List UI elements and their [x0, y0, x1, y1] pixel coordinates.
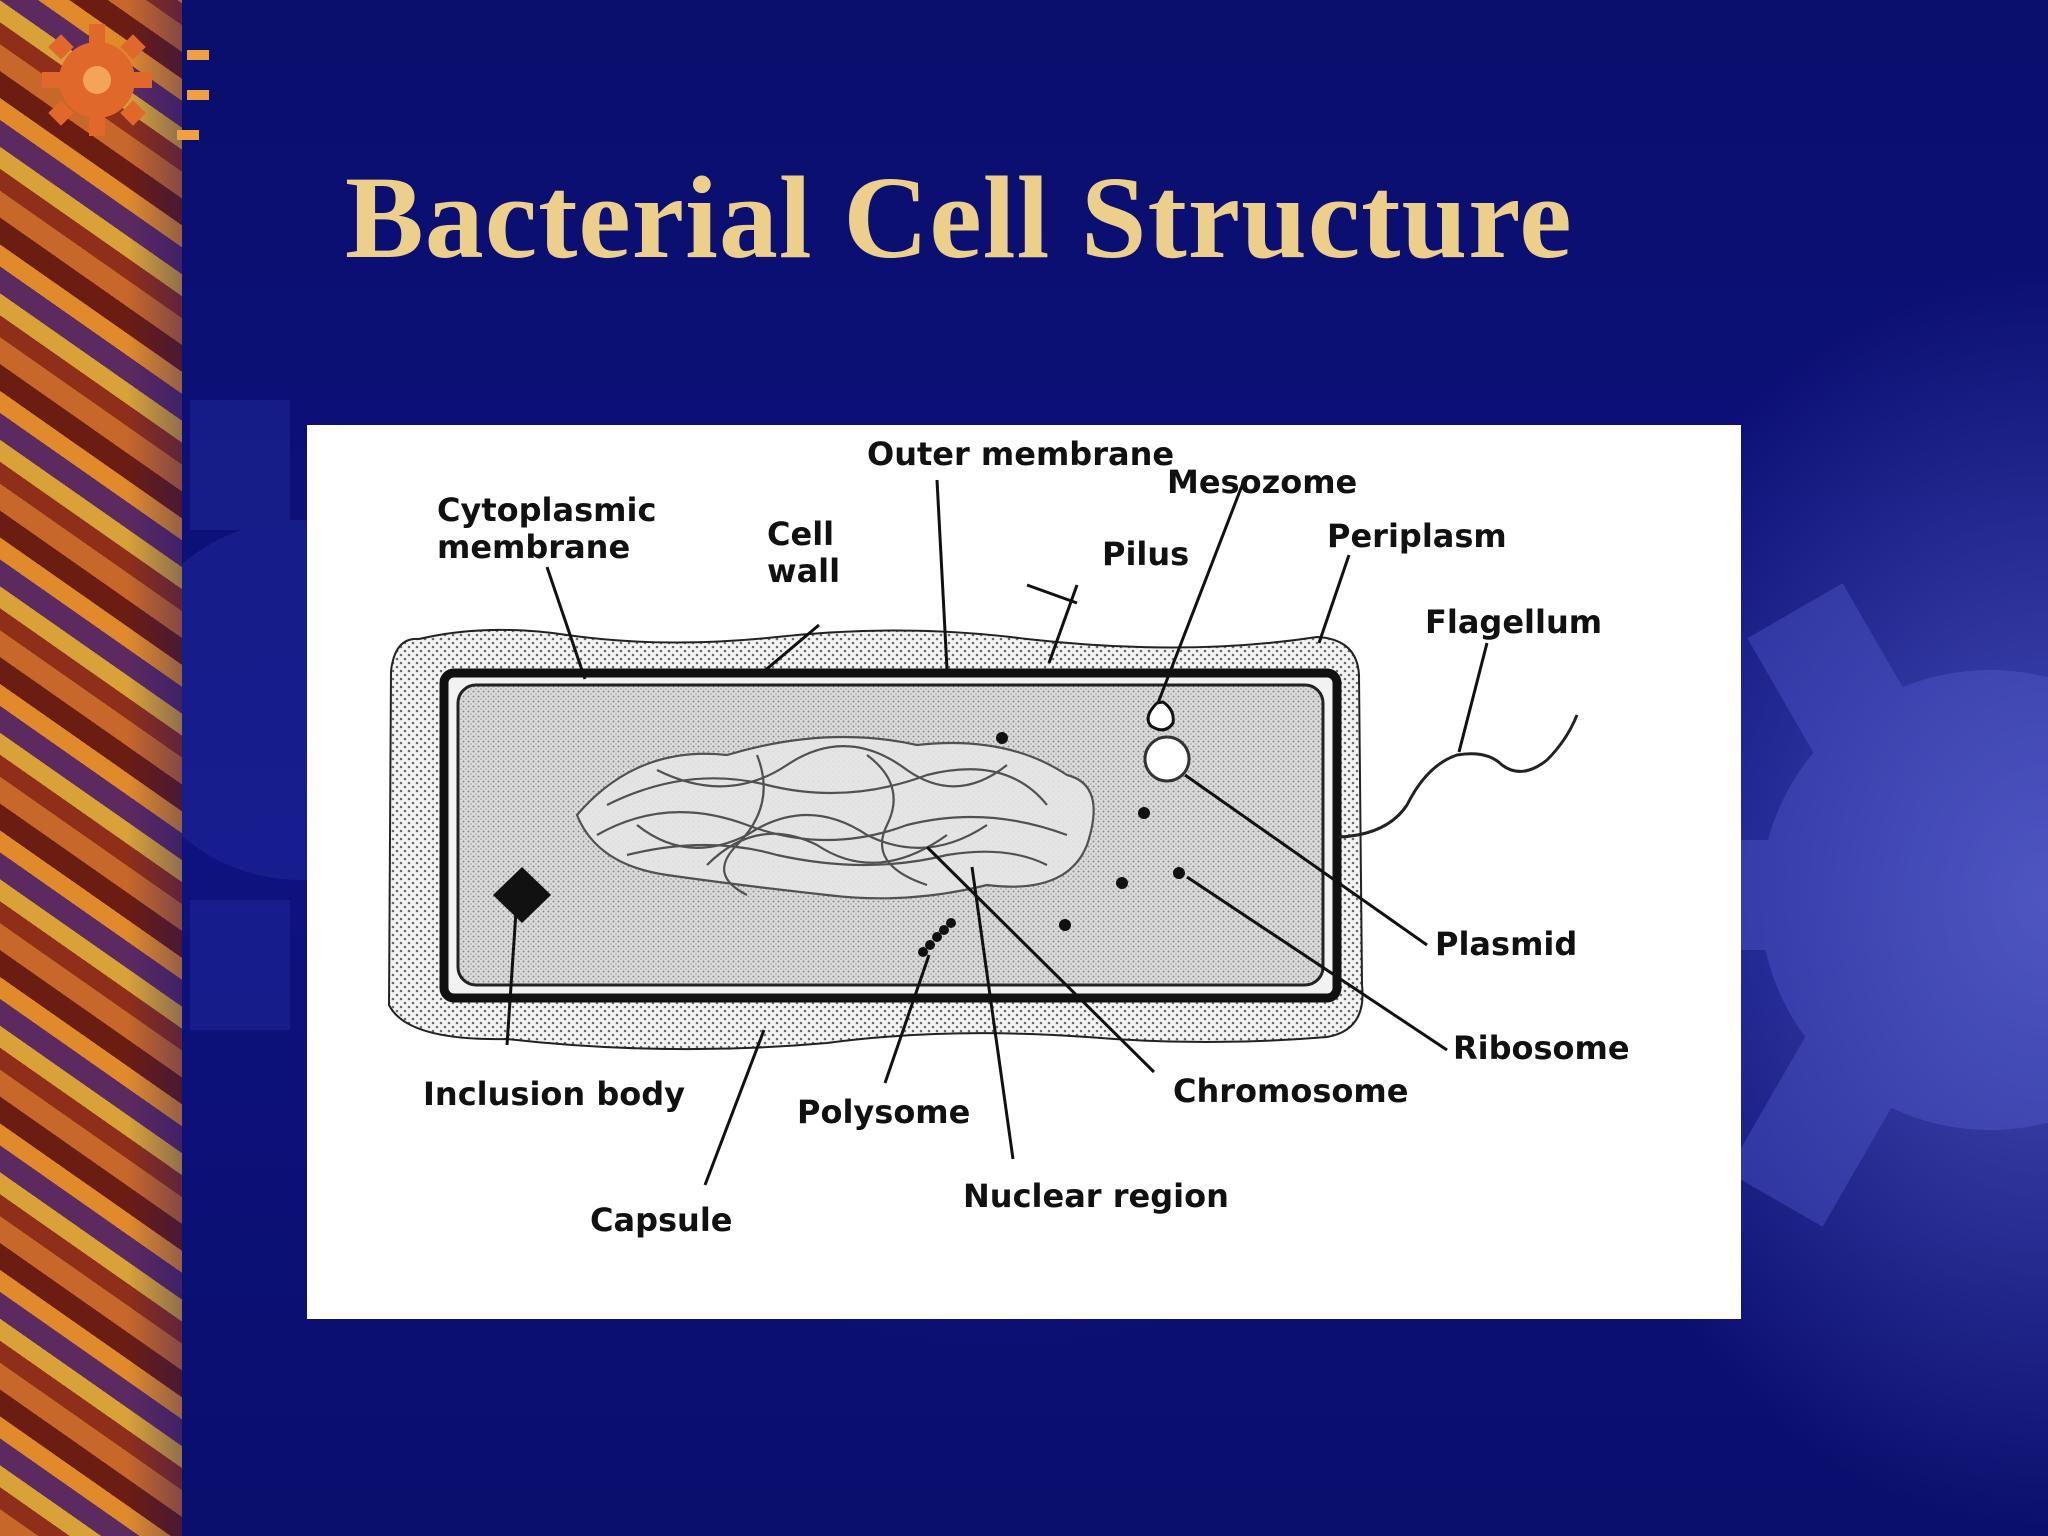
gear-icon: [42, 24, 209, 140]
label-outer-membrane: Outer membrane: [867, 435, 1174, 473]
leader-lines: [505, 479, 1489, 1186]
bacterial-cell-diagram: Outer membrane Mesozome Cytoplasmic memb…: [307, 425, 1741, 1319]
label-nuclear-region: Nuclear region: [963, 1177, 1229, 1215]
flagellum: [1338, 714, 1579, 839]
label-ribosome: Ribosome: [1453, 1029, 1630, 1067]
inclusion-body: [493, 867, 551, 923]
slide-title: Bacterial Cell Structure: [345, 152, 1573, 283]
label-periplasm: Periplasm: [1327, 517, 1507, 555]
label-capsule: Capsule: [590, 1201, 732, 1239]
ribosome: [996, 732, 1185, 931]
label-chromosome: Chromosome: [1173, 1072, 1408, 1110]
label-mesozome: Mesozome: [1167, 463, 1357, 501]
label-polysome: Polysome: [797, 1093, 970, 1131]
label-cytoplasmic-membrane-line2: membrane: [437, 528, 630, 566]
label-cell-wall-line2: wall: [767, 552, 840, 590]
label-cytoplasmic-membrane-line1: Cytoplasmic: [437, 491, 656, 529]
nuclear-region: [575, 735, 1095, 900]
polysome: [918, 918, 956, 957]
label-inclusion-body: Inclusion body: [423, 1075, 685, 1113]
label-cell-wall-line1: Cell: [767, 515, 834, 553]
mesozome: [1146, 700, 1175, 732]
label-plasmid: Plasmid: [1435, 925, 1577, 963]
label-pilus: Pilus: [1102, 535, 1189, 573]
plasmid: [1143, 735, 1191, 783]
decorative-left-strip: [0, 0, 182, 1536]
label-flagellum: Flagellum: [1425, 603, 1602, 641]
